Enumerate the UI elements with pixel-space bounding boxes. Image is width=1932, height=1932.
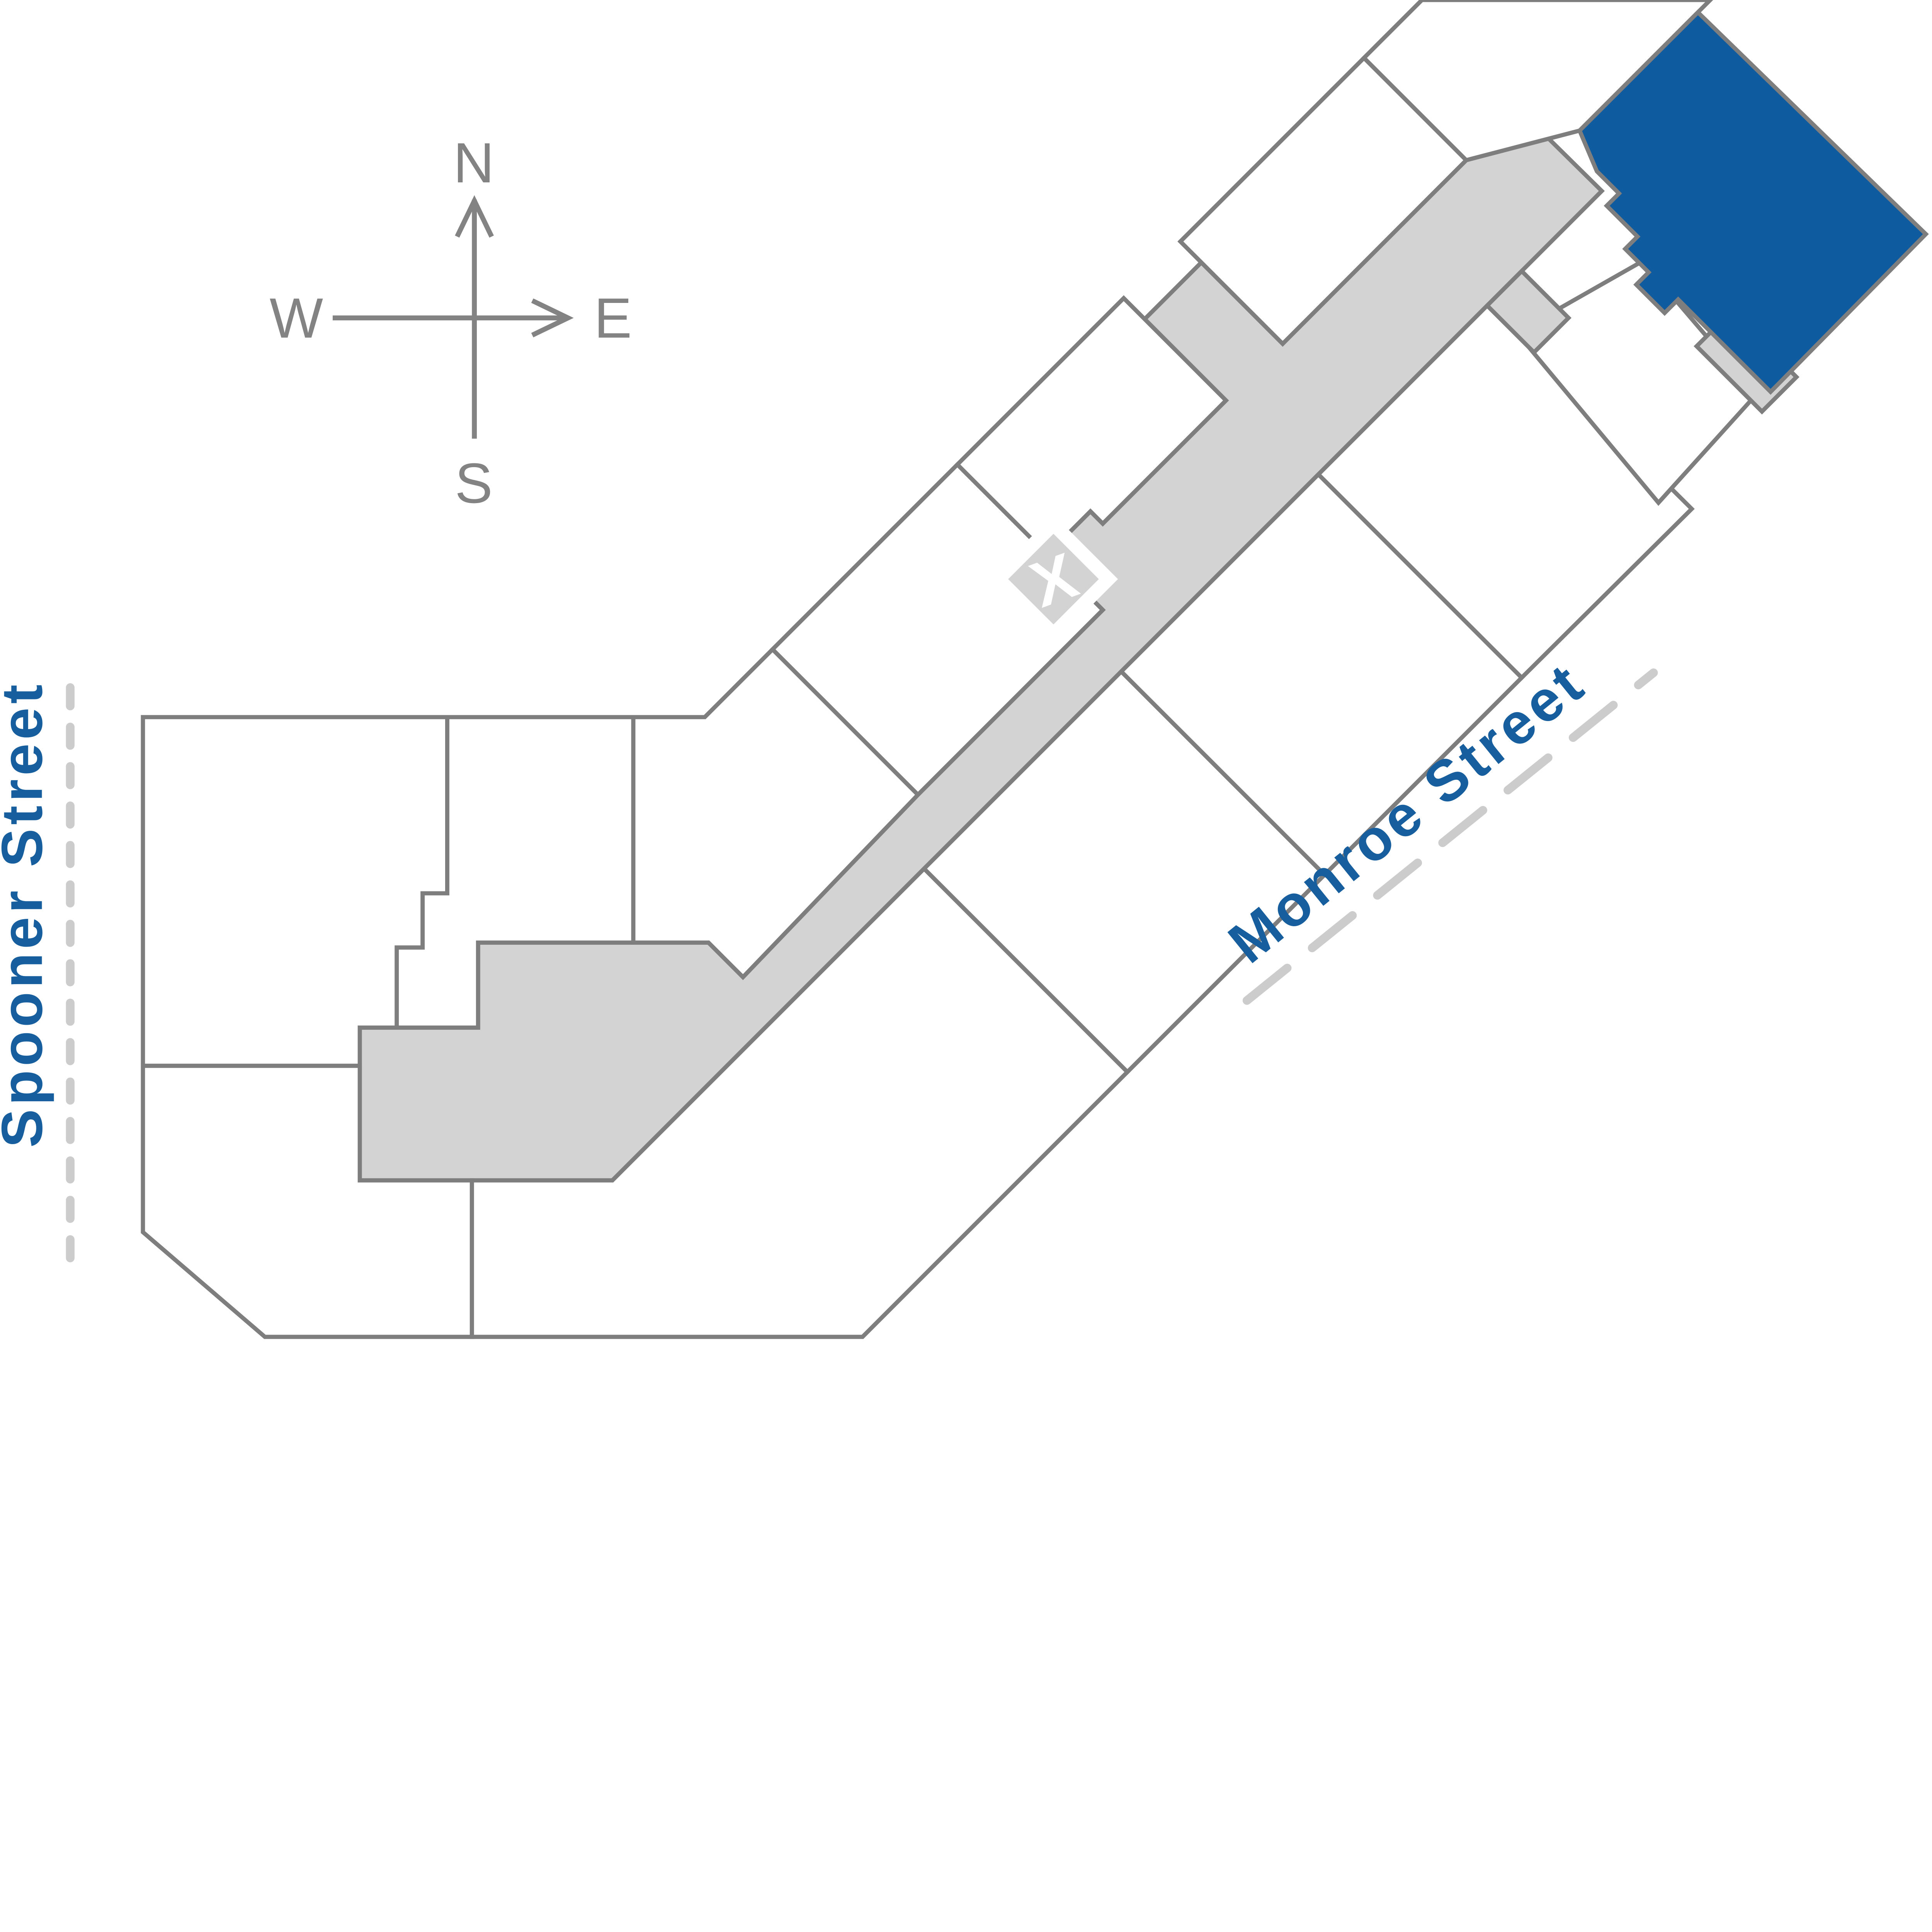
compass-north-label: N — [453, 131, 495, 195]
corridor-stub-south — [1484, 268, 1571, 355]
compass: N S W E — [270, 131, 633, 515]
compass-west-label: W — [270, 287, 325, 350]
site-plan-map: N S W E Spooner Street Monroe Street X — [0, 0, 1929, 1339]
highlighted-building — [1577, 9, 1929, 395]
site-plan-page: N S W E Spooner Street Monroe Street X — [0, 0, 1929, 1339]
street-label-spooner: Spooner Street — [0, 681, 54, 1148]
buildings-layer — [141, 0, 1929, 1339]
building-west-block-c — [631, 646, 921, 980]
building-south-row-4 — [1315, 303, 1695, 681]
monroe-street-dashed-line — [1242, 668, 1658, 1005]
compass-east-label: E — [594, 287, 633, 350]
compass-north-arrow-icon — [455, 195, 494, 238]
compass-east-arrow-icon — [531, 298, 574, 338]
compass-south-label: S — [455, 452, 494, 515]
location-marker-badge-inner — [1008, 534, 1099, 624]
